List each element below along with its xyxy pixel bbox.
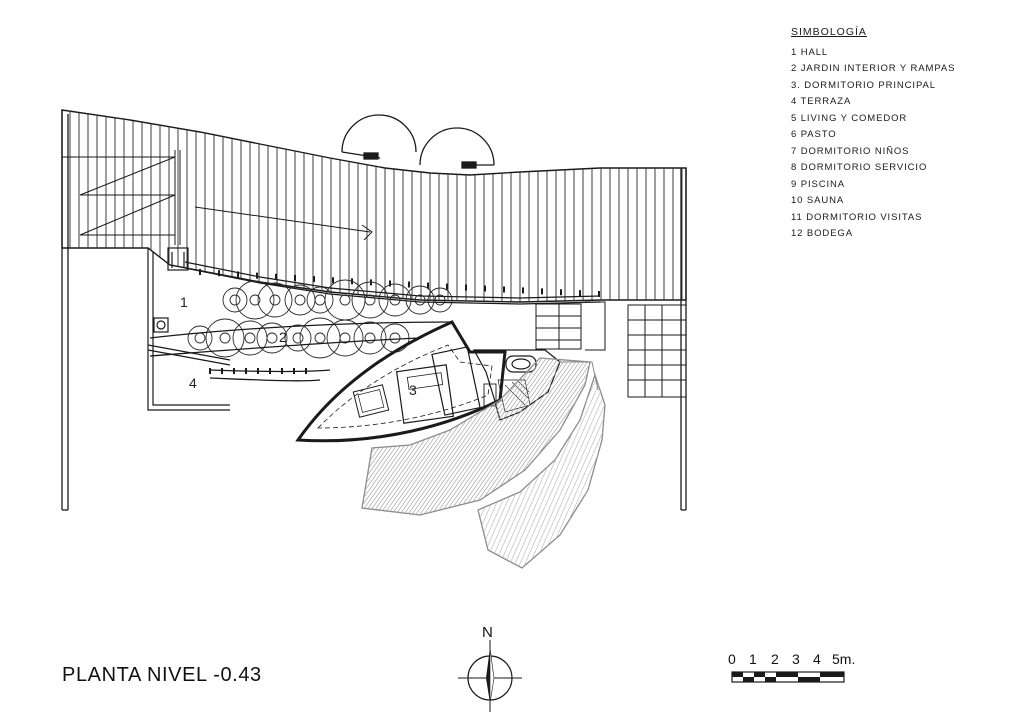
legend-item: 5 LIVING Y COMEDOR [791,112,908,124]
legend-item: 6 PASTO [791,129,837,140]
room-label-bedroom: 3 [409,382,417,398]
legend-item: 8 DORMITORIO SERVICIO [791,162,928,173]
scale-tick-4: 4 [813,651,821,667]
room-label-hall: 1 [180,294,188,310]
entry-bays [341,114,495,169]
ramps [149,321,453,382]
legend-item: 7 DORMITORIO NIÑOS [791,145,910,157]
scale-tick-3: 3 [792,651,800,667]
scale-tick-5: 5m. [832,651,855,667]
legend-item: 1 HALL [791,46,829,58]
legend-item: 11 DORMITORIO VISITAS [791,211,923,223]
legend: SIMBOLOGÍA 1 HALL 2 JARDIN INTERIOR Y RA… [791,24,955,243]
legend-item: 2 JARDIN INTERIOR Y RAMPAS [791,63,956,74]
legend-item: 3. DORMITORIO PRINCIPAL [791,79,936,91]
hall-fixture [153,317,169,333]
room-label-terrace: 4 [189,375,197,391]
master-bedroom [295,320,507,443]
scale-bar: 0 1 2 3 4 5m. [728,651,855,683]
interior-walls [147,247,601,411]
plan-title: PLANTA NIVEL -0.43 [62,664,262,686]
legend-item: 10 SAUNA [791,195,845,206]
scale-tick-1: 1 [749,651,757,667]
scale-tick-2: 2 [771,651,779,667]
scale-tick-0: 0 [728,651,736,667]
room-label-garden: 2 [279,329,287,345]
north-arrow: N [458,624,522,712]
legend-item: 12 BODEGA [791,228,853,239]
roof-deck [61,109,687,303]
legend-list: 1 HALL 2 JARDIN INTERIOR Y RAMPAS 3. DOR… [791,45,955,243]
legend-item: 4 TERRAZA [791,96,852,107]
outdoor-steps [627,304,687,398]
legend-title: SIMBOLOGÍA [791,26,867,38]
north-label: N [482,624,493,641]
east-stair [535,301,606,351]
pool [361,357,606,569]
legend-item: 9 PISCINA [791,178,846,190]
